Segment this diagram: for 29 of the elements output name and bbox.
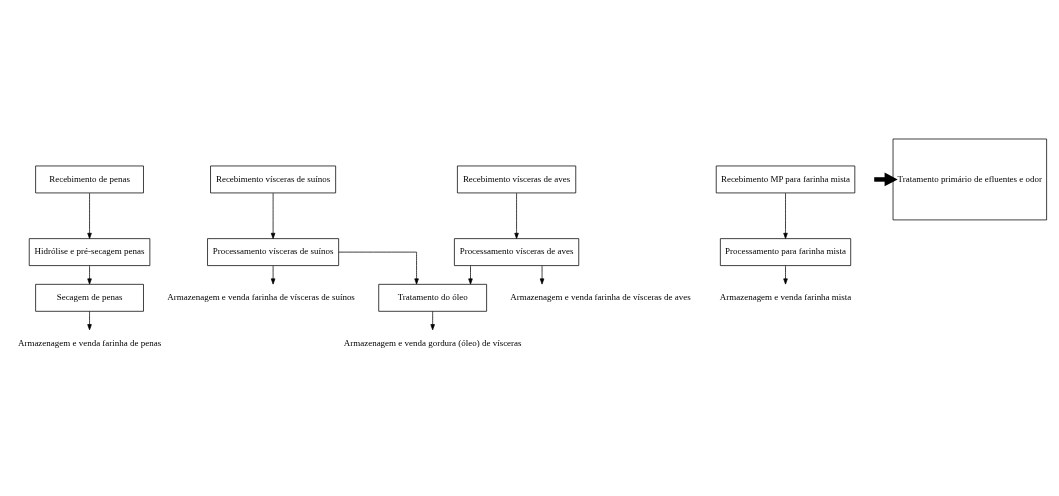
node-box: Tratamento do óleo <box>378 283 487 312</box>
node-text: Armazenagem e venda gordura (óleo) de vísceras <box>343 337 522 348</box>
arrow <box>270 265 276 285</box>
node-text: Armazenagem e venda farinha de penas <box>17 337 162 348</box>
node-box: Processamento vísceras de suínos <box>207 238 340 266</box>
node-box: Recebimento vísceras de aves <box>457 165 577 194</box>
arrow <box>783 192 788 239</box>
node-box: Recebimento de penas <box>35 165 144 194</box>
arrow <box>783 265 788 285</box>
node-text: Armazenagem e venda farinha de vísceras de suínos <box>167 292 355 303</box>
node-box: Recebimento MP para farinha mista <box>715 165 856 194</box>
node-box: Processamento vísceras de aves <box>454 238 580 266</box>
arrow <box>514 192 519 239</box>
arrow <box>430 311 435 331</box>
arrow <box>539 265 545 285</box>
arrow <box>87 192 92 239</box>
node-text: Armazenagem e venda farinha de vísceras de aves <box>510 292 691 303</box>
node-box: Tratamento primário de efluentes e odor <box>892 138 1047 221</box>
arrow <box>874 172 898 187</box>
arrow <box>270 192 276 239</box>
arrow <box>338 251 419 285</box>
node-box: Secagem de penas <box>35 283 144 312</box>
node-box: Recebimento vísceras de suínos <box>210 165 337 194</box>
node-box: Processamento para farinha mista <box>719 238 852 266</box>
arrow <box>87 265 92 285</box>
arrow <box>87 311 92 331</box>
node-box: Hidrólise e pré-secagem penas <box>28 238 151 266</box>
arrow <box>468 265 473 285</box>
node-text: Armazenagem e venda farinha mista <box>719 292 852 303</box>
